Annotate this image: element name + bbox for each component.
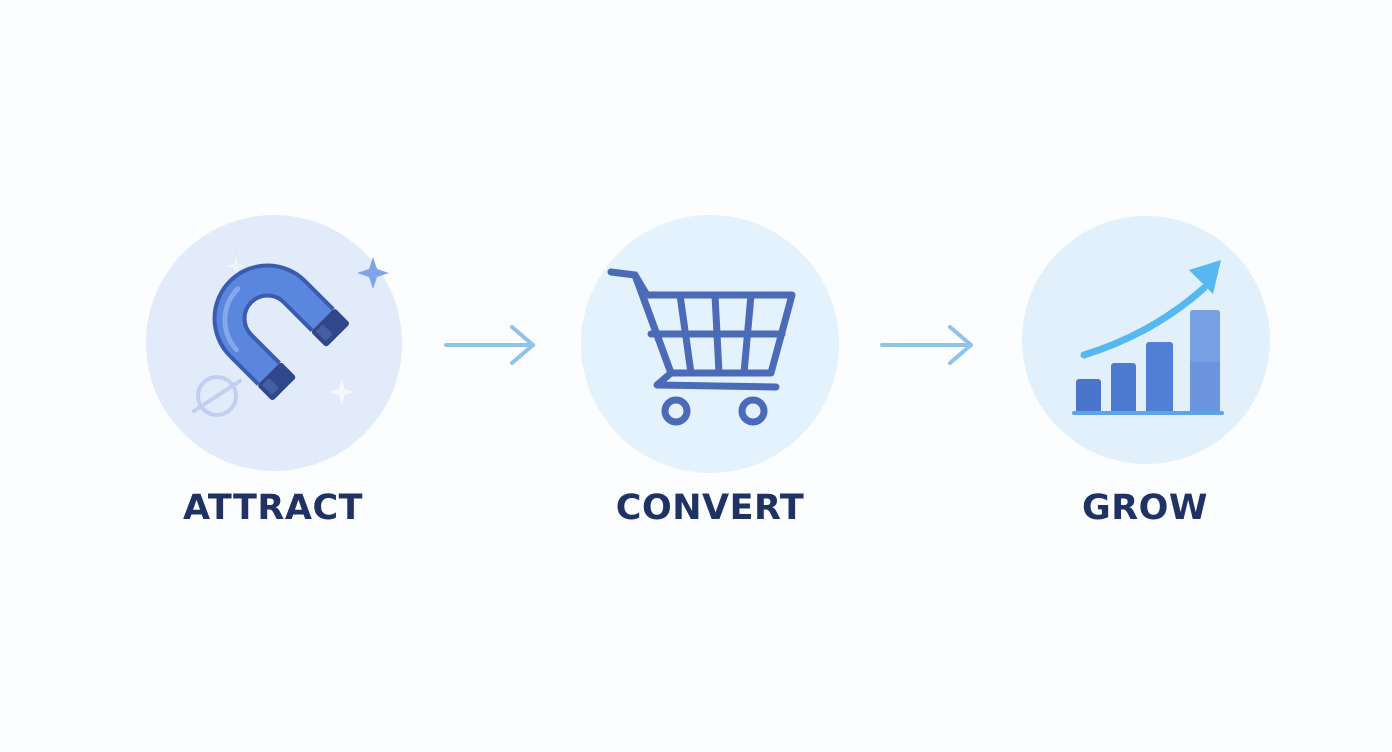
shopping-cart-icon bbox=[607, 268, 796, 426]
growth-chart-icon bbox=[1072, 260, 1224, 415]
step-label-convert: CONVERT bbox=[615, 488, 805, 528]
grow-circle bbox=[1022, 216, 1270, 464]
arrow-right-icon bbox=[880, 325, 973, 365]
step-label-attract: ATTRACT bbox=[182, 488, 364, 528]
convert-circle bbox=[581, 215, 839, 473]
orbit-icon bbox=[192, 375, 242, 417]
step-label-grow: GROW bbox=[1081, 488, 1209, 528]
sparkle-icon bbox=[329, 379, 355, 405]
sparkle-icon bbox=[357, 257, 389, 289]
arrow-right-icon bbox=[444, 325, 535, 365]
attract-circle bbox=[146, 215, 402, 471]
magnet-icon bbox=[192, 251, 389, 417]
